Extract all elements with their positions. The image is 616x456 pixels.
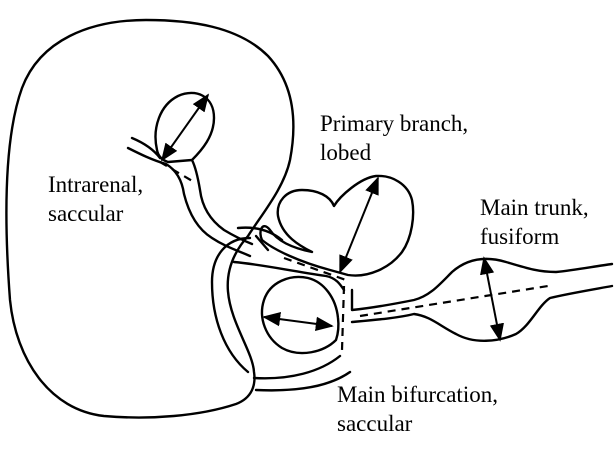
label-line: Primary branch,	[320, 109, 468, 138]
label-line: saccular	[337, 409, 498, 438]
label-line: Intrarenal,	[48, 170, 143, 199]
label-line: Main bifurcation,	[337, 380, 498, 409]
intrarenal-saccular-label: Intrarenal, saccular	[48, 170, 143, 228]
intrarenal-branch-vessel	[128, 148, 250, 256]
main-trunk-diameter-arrow	[484, 258, 500, 340]
primary-branch-lobed-aneurysm	[260, 176, 413, 276]
main-trunk-vessel	[352, 259, 612, 310]
label-line: fusiform	[480, 222, 589, 251]
main-trunk-dashed-centerline	[360, 286, 548, 316]
label-line: Main trunk,	[480, 193, 589, 222]
intrarenal-dashed-centerline	[160, 162, 194, 182]
label-line: saccular	[48, 199, 143, 228]
main-bifurcation-saccular-aneurysm	[262, 277, 338, 353]
primary-branch-lobed-label: Primary branch, lobed	[320, 109, 468, 167]
main-bifurcation-diameter-arrow	[264, 317, 332, 326]
intrarenal-branch-vessel	[192, 160, 252, 244]
main-trunk-vessel	[352, 286, 612, 341]
main-bifurcation-saccular-label: Main bifurcation, saccular	[337, 380, 498, 438]
main-bifurcation-dashed-centerline	[342, 286, 344, 350]
renal-hilum-vessel	[254, 356, 340, 378]
main-trunk-fusiform-label: Main trunk, fusiform	[480, 193, 589, 251]
label-line: lobed	[320, 138, 468, 167]
renal-hilum-vessel	[234, 262, 344, 290]
